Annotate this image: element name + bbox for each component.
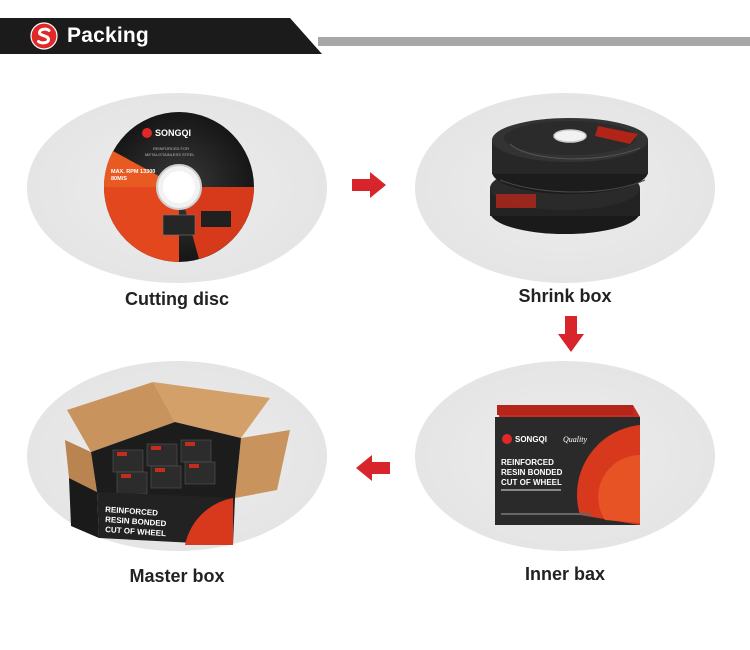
disc-brand-text: SONGQI xyxy=(155,128,191,138)
disc-label-line1: REINFORCED FOR xyxy=(153,146,189,151)
page-title: Packing xyxy=(67,24,149,47)
section-header: Packing xyxy=(0,0,750,60)
master-box-image: REINFORCED RESIN BONDED CUT OF WHEEL xyxy=(65,382,290,545)
arrow-left-icon xyxy=(356,455,390,481)
arrow-right-icon xyxy=(352,172,386,198)
arrow-down-icon xyxy=(558,316,584,352)
disc-speed-text-2: 80M/S xyxy=(111,176,127,182)
caption-master-box: Master box xyxy=(129,566,225,586)
inner-box-image: SONGQI Quality REINFORCED RESIN BONDED C… xyxy=(495,405,640,525)
shrink-box-image xyxy=(490,118,648,234)
cutting-disc-image: SONGQI REINFORCED FOR METAL/STAINLESS ST… xyxy=(103,112,254,262)
disc-label-line2: METAL/STAINLESS STEEL xyxy=(145,152,195,157)
inner-box-brand: SONGQI xyxy=(515,435,547,444)
caption-shrink-box: Shrink box xyxy=(518,286,612,306)
master-box-title-line2: RESIN BONDED xyxy=(105,515,167,528)
inner-box-title-line3: CUT OF WHEEL xyxy=(501,478,562,487)
brand-logo-icon xyxy=(30,22,58,50)
header-divider-line xyxy=(318,37,750,46)
inner-box-quality: Quality xyxy=(563,435,587,444)
caption-inner-box: Inner bax xyxy=(524,564,606,584)
inner-box-title-line2: RESIN BONDED xyxy=(501,468,563,477)
caption-cutting-disc: Cutting disc xyxy=(125,289,229,309)
master-box-title-line3: CUT OF WHEEL xyxy=(105,525,166,538)
disc-speed-text: MAX. RPM 13300 xyxy=(111,169,155,175)
master-box-title-line1: REINFORCED xyxy=(105,505,159,518)
inner-box-title-line1: REINFORCED xyxy=(501,458,554,467)
